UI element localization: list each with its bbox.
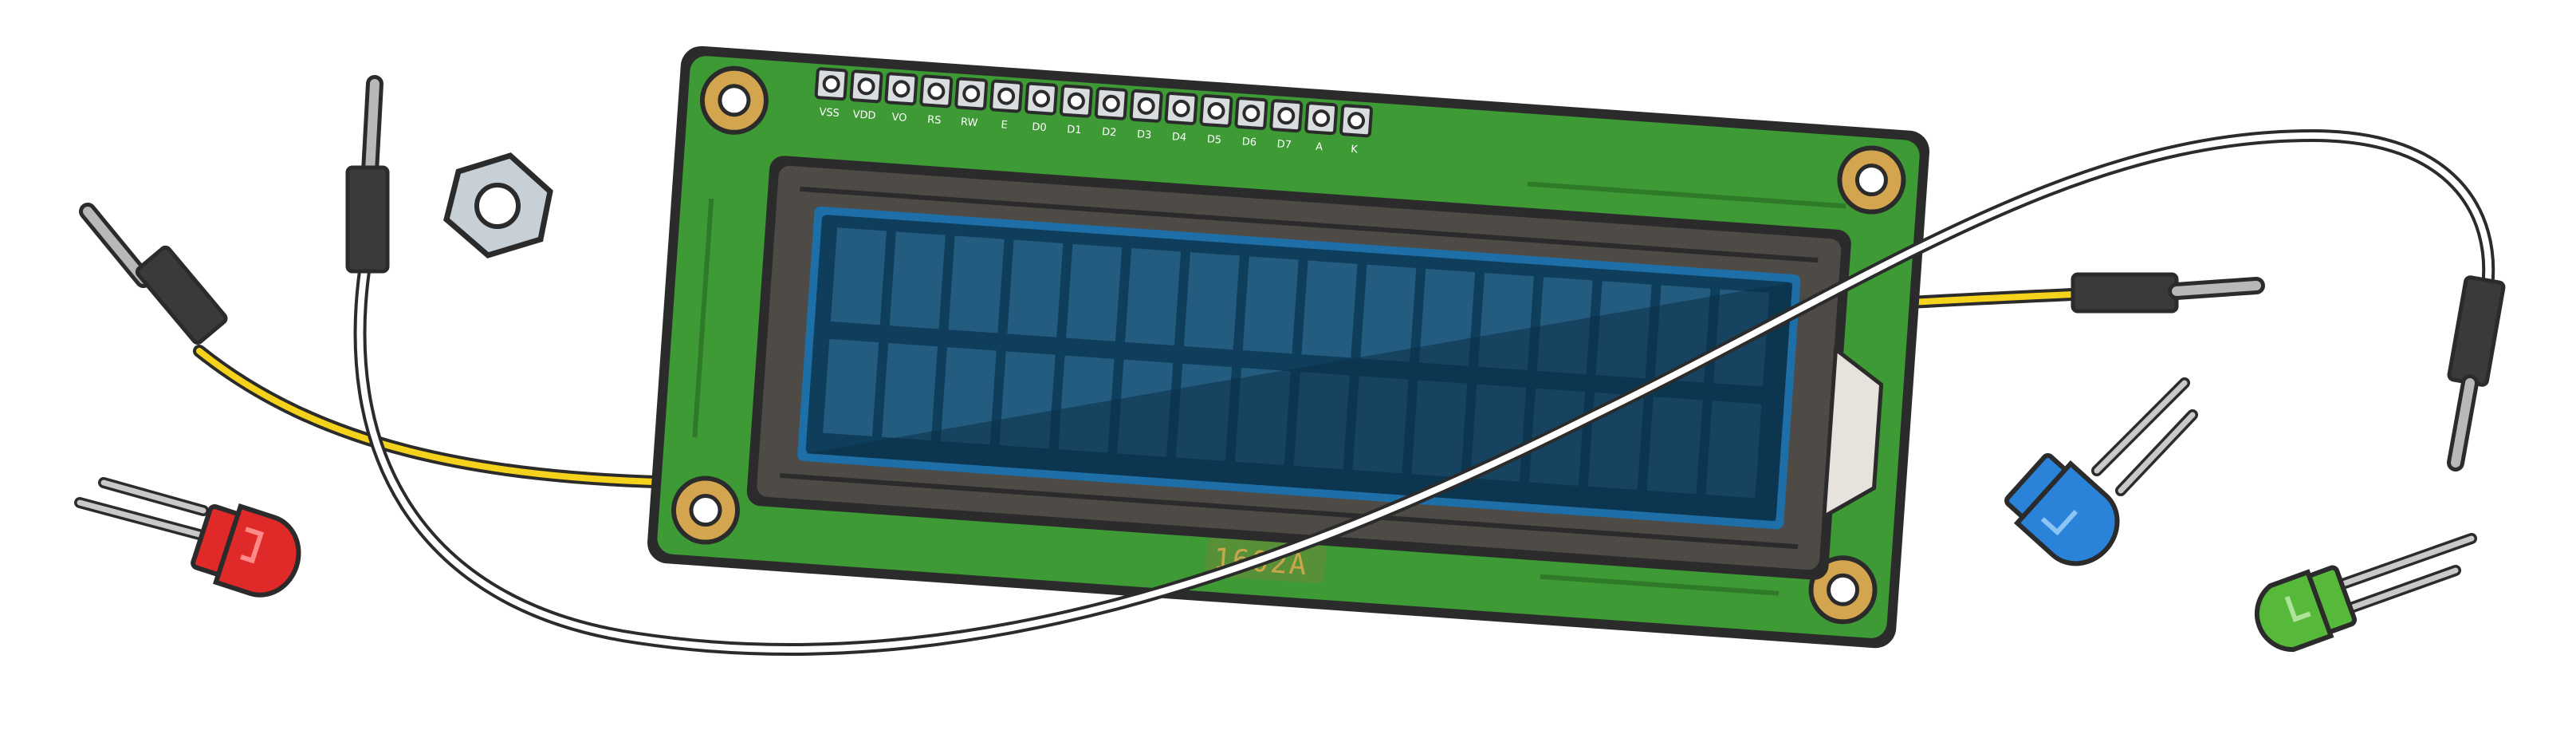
pin-label: D6 (1241, 136, 1257, 148)
pin-label: VDD (852, 109, 876, 122)
pin-label: E (1001, 119, 1008, 132)
header-pin: D1 (1059, 84, 1093, 136)
pin-header: VSS VDD VO RS RW E D0 D1 D2 D3 D4 D5 D6 D7 A K (814, 67, 1373, 156)
lcd-character-cell (823, 338, 879, 436)
header-pin: VO (884, 72, 918, 124)
jumper-connector (79, 203, 228, 345)
mount-hole (1837, 145, 1906, 215)
pin-label: RS (927, 114, 942, 127)
lcd-character-cell (940, 347, 997, 445)
lcd-character-cell (1183, 252, 1240, 350)
pin-label: A (1316, 141, 1323, 154)
pin-label: D5 (1206, 133, 1221, 146)
red-led (74, 477, 301, 598)
white-jumper-wire (353, 128, 2495, 656)
header-pin: RS (919, 74, 954, 127)
blue-led (2004, 377, 2198, 566)
header-pin: D4 (1164, 91, 1198, 144)
header-pin: D0 (1025, 81, 1058, 134)
lcd-character-cell (1124, 248, 1182, 346)
pin-label: D1 (1067, 124, 1082, 136)
lcd-character-cell (1066, 243, 1123, 341)
jumper-connector (345, 75, 390, 274)
yellow-jumper-wire (193, 287, 2095, 489)
header-pin: D5 (1199, 94, 1233, 147)
lcd-character-cell (1242, 256, 1299, 354)
lcd-character-cell (1360, 264, 1417, 362)
pin-label: D2 (1102, 126, 1117, 139)
header-pin: D7 (1269, 99, 1304, 152)
header-pin: D6 (1234, 97, 1268, 149)
pin-label: D0 (1032, 121, 1047, 134)
pin-label: D7 (1276, 138, 1292, 151)
pin-label: RW (960, 116, 977, 129)
mount-hole (1808, 555, 1878, 625)
header-pin: E (989, 79, 1024, 132)
jumper-connector (2071, 272, 2265, 314)
pin-label: D4 (1171, 131, 1186, 144)
pin-label: VSS (819, 106, 840, 120)
green-led (2254, 533, 2477, 653)
mount-hole (699, 65, 769, 135)
jumper-connector (2447, 275, 2506, 472)
pin-label: VO (891, 112, 907, 124)
header-pin: VDD (849, 69, 883, 122)
lcd-character-cell (1007, 239, 1064, 337)
hex-nut (443, 152, 553, 258)
pin-label: K (1351, 144, 1359, 156)
header-pin: VSS (814, 67, 848, 120)
lcd-character-cell (948, 235, 1005, 333)
pin-label: D3 (1137, 128, 1152, 141)
header-pin: A (1304, 101, 1339, 154)
lcd-character-cell (881, 343, 938, 441)
lcd-character-cell (889, 231, 946, 329)
header-pin: D2 (1094, 86, 1128, 139)
lcd-character-cell (830, 227, 887, 326)
header-pin: D3 (1129, 89, 1163, 141)
header-pin: RW (954, 77, 989, 129)
lcd-character-cell (1301, 260, 1358, 358)
mount-hole (671, 475, 741, 545)
header-pin: K (1339, 104, 1373, 156)
